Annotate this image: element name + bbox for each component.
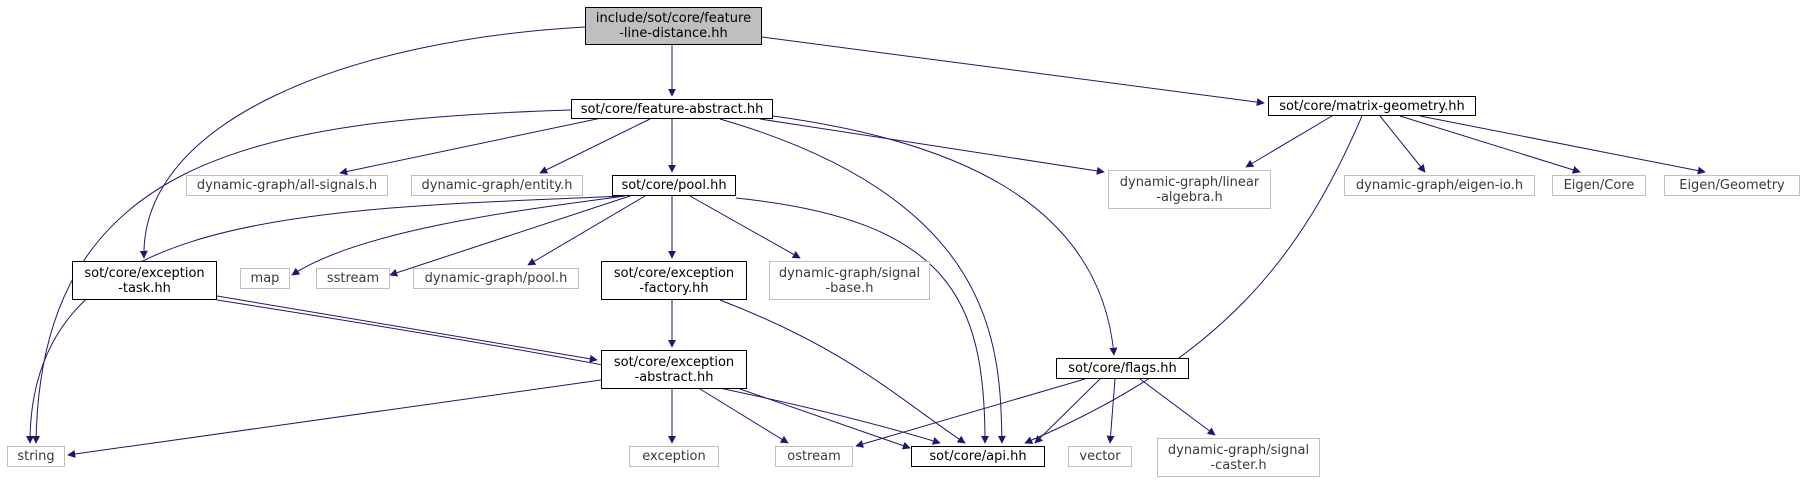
edge-feature-abstract-to-flags: [772, 115, 1118, 356]
edge-feature-abstract-to-api: [719, 118, 1006, 444]
edge-flags-to-api: [1034, 378, 1101, 444]
edge-flags-to-signal-caster: [1139, 378, 1216, 436]
edge-pool-hh-to-sstream: [389, 195, 631, 277]
edge-exception-abstract-to-ostream: [699, 388, 789, 444]
node-ostream: ostream: [775, 446, 853, 467]
edge-exception-task-to-api: [216, 299, 941, 445]
node-string: string: [7, 446, 65, 467]
edge-feature-abstract-to-string: [32, 109, 572, 444]
node-vector: vector: [1068, 446, 1132, 467]
node-sstream: sstream: [316, 268, 390, 289]
edge-matrix-geometry-to-eigen-core: [1399, 115, 1581, 174]
edge-matrix-geometry-to-api: [1024, 115, 1363, 444]
edge-matrix-geometry-to-linear-algebra: [1245, 115, 1333, 168]
node-pool-hh[interactable]: sot/core/pool.hh: [612, 175, 736, 196]
node-exception-abstract[interactable]: sot/core/exception -abstract.hh: [601, 350, 747, 389]
node-signal-base: dynamic-graph/signal -base.h: [769, 261, 930, 300]
node-exception-factory[interactable]: sot/core/exception -factory.hh: [601, 261, 747, 300]
edge-pool-hh-to-map: [291, 195, 626, 276]
edge-matrix-geometry-to-eigen-geometry: [1419, 115, 1706, 175]
edge-feature-abstract-to-entity: [539, 118, 651, 174]
node-entity: dynamic-graph/entity.h: [411, 175, 583, 196]
edge-feature-abstract-to-linear-algebra: [759, 118, 1105, 175]
node-eigen-io: dynamic-graph/eigen-io.h: [1344, 175, 1535, 196]
node-dynamic-graph-pool: dynamic-graph/pool.h: [413, 268, 579, 289]
node-map: map: [240, 268, 290, 289]
node-all-signals: dynamic-graph/all-signals.h: [186, 175, 388, 196]
edge-root-to-matrix-geometry: [761, 36, 1265, 107]
edge-pool-hh-to-signal-base: [689, 195, 801, 259]
edge-flags-to-ostream: [855, 378, 1086, 448]
edge-exception-abstract-to-string: [67, 379, 602, 458]
edge-pool-hh-to-dg-pool: [527, 195, 646, 266]
edge-feature-abstract-to-all-signals: [339, 111, 631, 176]
node-api[interactable]: sot/core/api.hh: [911, 446, 1045, 467]
edge-pool-hh-to-string: [26, 195, 626, 444]
node-exception-task[interactable]: sot/core/exception -task.hh: [72, 261, 217, 300]
edge-exception-task-to-exception-abstract: [216, 295, 598, 363]
node-signal-caster: dynamic-graph/signal -caster.h: [1157, 438, 1320, 477]
edge-exception-factory-to-api: [719, 299, 966, 444]
node-eigen-core: Eigen/Core: [1552, 175, 1646, 196]
node-root-feature-line-distance[interactable]: include/sot/core/feature -line-distance.…: [585, 7, 762, 45]
node-exception: exception: [629, 446, 719, 467]
edge-flags-to-vector: [1106, 378, 1116, 444]
node-linear-algebra: dynamic-graph/linear -algebra.h: [1108, 170, 1271, 209]
node-flags[interactable]: sot/core/flags.hh: [1056, 358, 1189, 379]
node-eigen-geometry: Eigen/Geometry: [1664, 175, 1800, 196]
edge-root-to-exception-task: [139, 26, 586, 259]
node-feature-abstract[interactable]: sot/core/feature-abstract.hh: [571, 99, 773, 119]
node-matrix-geometry[interactable]: sot/core/matrix-geometry.hh: [1268, 96, 1476, 116]
edge-pool-hh-to-api: [735, 197, 989, 444]
edge-exception-abstract-to-api: [739, 388, 911, 450]
edge-matrix-geometry-to-eigen-io: [1379, 115, 1426, 173]
